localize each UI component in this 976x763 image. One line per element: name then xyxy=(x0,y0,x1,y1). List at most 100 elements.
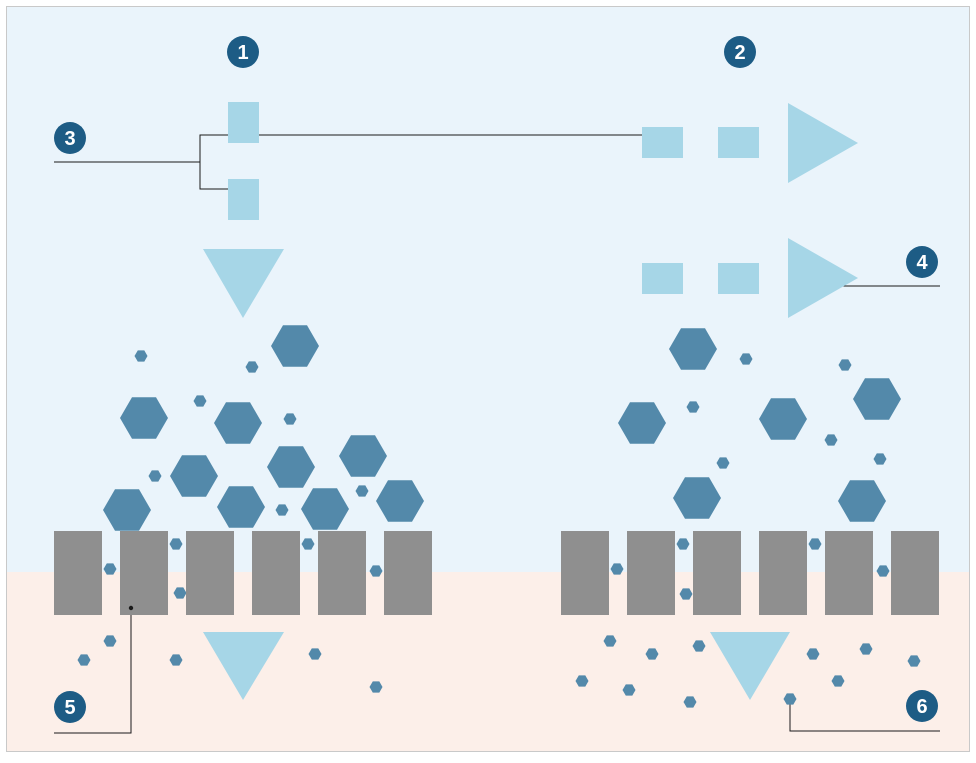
callout-5-leader xyxy=(54,608,132,734)
small-particle-icon xyxy=(193,395,207,407)
triangle-arrow-icon xyxy=(788,238,858,318)
small-particle-icon xyxy=(148,470,162,482)
small-particle-icon xyxy=(716,457,730,469)
small-particle-icon xyxy=(103,635,117,647)
hexagon-particle-icon xyxy=(120,397,168,439)
callout-label-4: 4 xyxy=(916,252,928,274)
triangle-arrow-icon xyxy=(203,249,284,318)
small-particle-icon xyxy=(876,565,890,577)
callout-6-leader xyxy=(789,699,940,732)
membrane-block xyxy=(252,531,300,615)
small-particle-icon xyxy=(369,565,383,577)
small-particle-icon xyxy=(603,635,617,647)
small-particle-icon xyxy=(859,643,873,655)
small-particle-icon xyxy=(308,648,322,660)
small-particle-icon xyxy=(245,361,259,373)
background-layer xyxy=(6,6,970,752)
membranes xyxy=(54,531,939,615)
callout-badge-3 xyxy=(54,122,86,154)
hexagon-particle-icon xyxy=(170,455,218,497)
membrane-block xyxy=(891,531,939,615)
triangle-arrow-icon xyxy=(788,103,858,183)
hexagon-particle-icon xyxy=(267,446,315,488)
callout-3-leader-branch xyxy=(199,162,233,190)
membrane-block xyxy=(384,531,432,615)
hexagon-particle-icon xyxy=(838,480,886,522)
membrane-block xyxy=(186,531,234,615)
hexagon-particle-icon xyxy=(673,477,721,519)
membrane-block xyxy=(627,531,675,615)
small-particle-icon xyxy=(783,693,797,705)
small-particle-icon xyxy=(169,654,183,666)
hexagon-particle-icon xyxy=(669,328,717,370)
callout-3-leader xyxy=(54,134,648,163)
hexagon-particle-icon xyxy=(618,402,666,444)
triangle-arrow-icon xyxy=(203,632,284,700)
membrane-block xyxy=(825,531,873,615)
callout-badge-6 xyxy=(906,690,938,722)
small-particle-icon xyxy=(679,588,693,600)
hexagon-particle-icon xyxy=(376,480,424,522)
flow-dash xyxy=(228,102,259,143)
hexagon-particle-icon xyxy=(103,489,151,531)
hexagon-particle-icon xyxy=(271,325,319,367)
callout-label-1: 1 xyxy=(237,42,248,64)
small-particle-icon xyxy=(645,648,659,660)
membrane-block xyxy=(759,531,807,615)
flow-dash xyxy=(228,179,259,220)
callout-label-3: 3 xyxy=(64,128,75,150)
hexagon-particle-icon xyxy=(214,402,262,444)
small-particle-icon xyxy=(355,485,369,497)
callout-label-2: 2 xyxy=(734,42,745,64)
callout-label-5: 5 xyxy=(64,697,75,719)
small-particle-icon xyxy=(676,538,690,550)
small-particle-icon xyxy=(283,413,297,425)
small-particle-icon xyxy=(873,453,887,465)
small-particle-icon xyxy=(169,538,183,550)
flow-dash xyxy=(642,127,683,158)
small-particle-icon xyxy=(301,538,315,550)
small-particle-icon xyxy=(683,696,697,708)
small-particle-icon xyxy=(806,648,820,660)
flow-dash xyxy=(718,127,759,158)
callout-badge-5 xyxy=(54,691,86,723)
small-particle-icon xyxy=(692,640,706,652)
leader-dot xyxy=(128,605,134,611)
small-particle-icon xyxy=(173,587,187,599)
small-particle-icon xyxy=(275,504,289,516)
membrane-block xyxy=(318,531,366,615)
triangle-arrow-icon xyxy=(710,632,790,700)
flow-arrows xyxy=(203,102,858,700)
small-particle-icon xyxy=(575,675,589,687)
small-particle-icon xyxy=(103,563,117,575)
callout-badge-2 xyxy=(724,36,756,68)
small-particle-icon xyxy=(610,563,624,575)
small-particle-icon xyxy=(831,675,845,687)
small-particle-icon xyxy=(686,401,700,413)
callout-badge-4 xyxy=(906,246,938,278)
membrane-block xyxy=(693,531,741,615)
small-particle-icon xyxy=(739,353,753,365)
small-particle-icon xyxy=(77,654,91,666)
hexagon-particle-icon xyxy=(759,398,807,440)
callout-badge-1 xyxy=(227,36,259,68)
hexagon-particle-icon xyxy=(853,378,901,420)
small-particle-icon xyxy=(134,350,148,362)
flow-dash xyxy=(718,263,759,294)
callout-label-6: 6 xyxy=(916,696,927,718)
small-particle-icon xyxy=(808,538,822,550)
small-particle-icon xyxy=(838,359,852,371)
particles xyxy=(77,325,921,708)
callout-badges: 1 2 3 4 5 6 xyxy=(54,36,938,723)
hexagon-particle-icon xyxy=(217,486,265,528)
membrane-block xyxy=(561,531,609,615)
frame-border xyxy=(6,6,970,752)
flow-dash xyxy=(642,263,683,294)
small-particle-icon xyxy=(907,655,921,667)
membrane-block xyxy=(120,531,168,615)
small-particle-icon xyxy=(369,681,383,693)
membrane-block xyxy=(54,531,102,615)
small-particle-icon xyxy=(824,434,838,446)
